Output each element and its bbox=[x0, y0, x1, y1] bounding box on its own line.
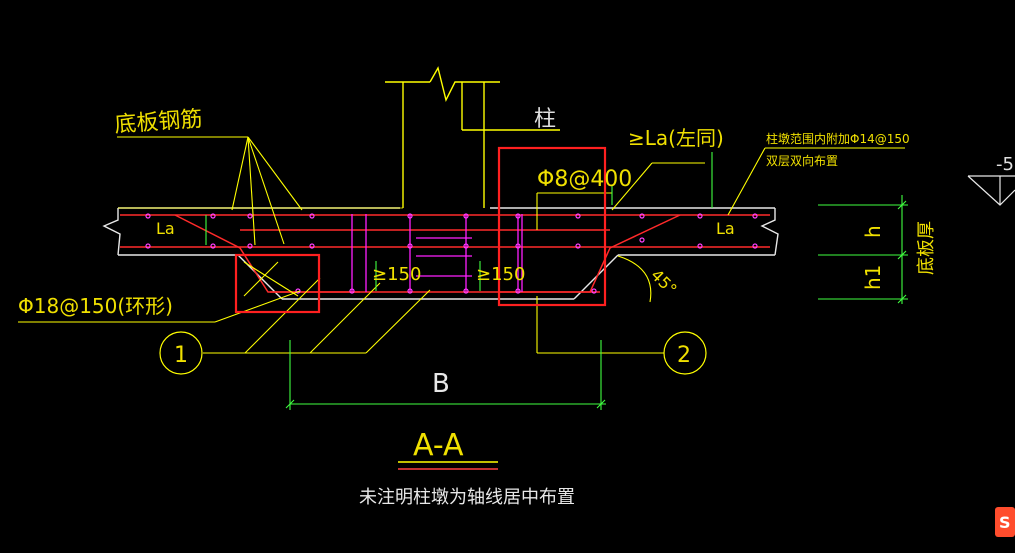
section-title: A-A bbox=[413, 428, 464, 463]
ge150-left-label: ≥150 bbox=[372, 264, 421, 285]
dimension-b-label: B bbox=[432, 369, 450, 399]
column-pier-note-line1: 柱墩范围内附加Φ14@150 bbox=[766, 131, 910, 146]
h-label: h bbox=[861, 225, 885, 238]
ge150-right-label: ≥150 bbox=[476, 264, 525, 285]
leader-lines bbox=[18, 136, 905, 354]
note-label: 未注明柱墩为轴线居中布置 bbox=[359, 487, 575, 508]
h1-label: h1 bbox=[861, 265, 885, 290]
la-same-label: ≥La(左同) bbox=[628, 126, 724, 150]
rebar-lines bbox=[120, 214, 770, 293]
stirrups bbox=[351, 214, 523, 292]
axis-1-label: 1 bbox=[174, 343, 188, 368]
svg-text:S: S bbox=[999, 513, 1011, 532]
axis-2-circle bbox=[663, 331, 707, 375]
column-pier-note-line2: 双层双向布置 bbox=[766, 153, 838, 168]
highlight-boxes bbox=[234, 146, 607, 314]
axis-2-label: 2 bbox=[677, 343, 691, 368]
angle-label: 45° bbox=[647, 265, 680, 298]
la-right-label: La bbox=[716, 219, 735, 238]
ring-rebar-label: Φ18@150(环形) bbox=[18, 294, 173, 318]
column-outline bbox=[118, 66, 560, 209]
logo-icon: S bbox=[995, 507, 1015, 537]
la-left-label: La bbox=[156, 219, 175, 238]
highlight-box-left bbox=[234, 253, 321, 314]
slab-thickness-label: 底板厚 bbox=[916, 221, 937, 275]
bottom-slab-rebar-label: 底板钢筋 bbox=[114, 107, 204, 138]
axis-1-circle bbox=[159, 331, 203, 375]
highlight-box-right bbox=[497, 146, 607, 307]
ring-rebar-cross bbox=[243, 261, 299, 297]
axis-markers bbox=[159, 331, 707, 375]
elevation-label: -5 bbox=[996, 154, 1014, 175]
stirrup-label: Φ8@400 bbox=[537, 167, 632, 192]
dimension-lines bbox=[205, 152, 908, 410]
column-label: 柱 bbox=[534, 107, 556, 132]
elevation-marker bbox=[967, 175, 1015, 206]
title-underline bbox=[398, 461, 498, 470]
